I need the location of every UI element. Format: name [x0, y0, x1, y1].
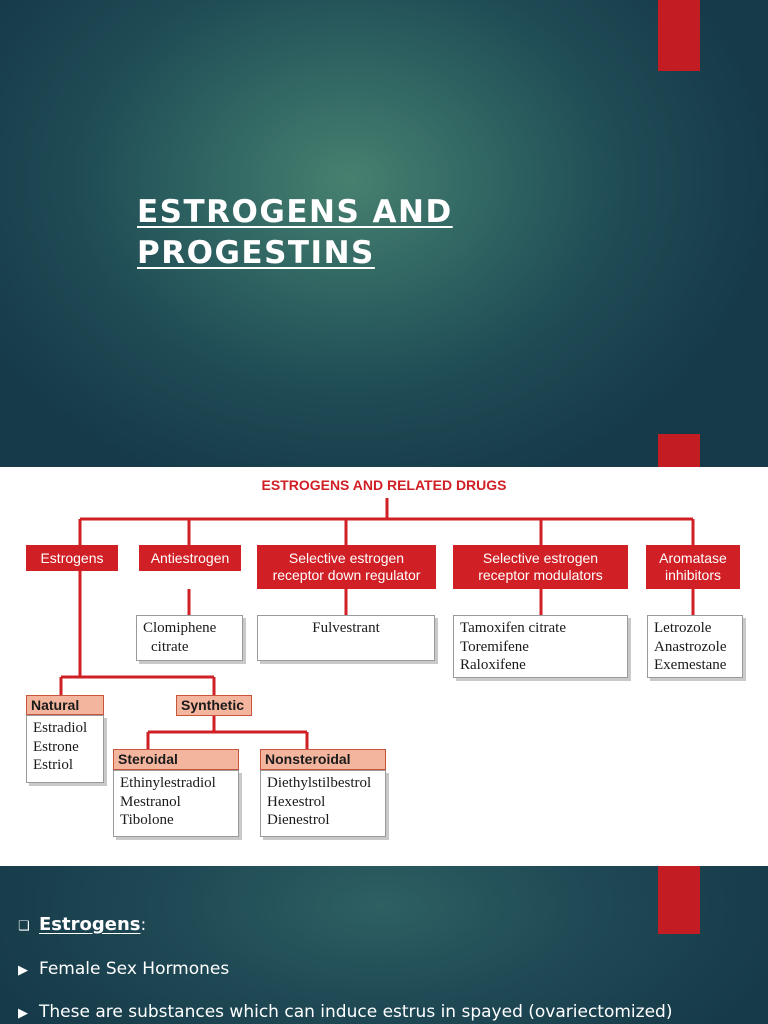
- section-suffix: :: [140, 915, 147, 935]
- subcategory-steroidal: Steroidal: [113, 749, 239, 770]
- diagram-connectors: [59, 498, 695, 749]
- drug-name: Anastrozole: [654, 638, 727, 655]
- category-estrogens: Estrogens: [26, 545, 118, 571]
- drug-list-serm: Tamoxifen citrate Toremifene Raloxifene: [453, 615, 628, 678]
- triangle-bullet-icon: ▶: [18, 963, 28, 978]
- drug-list-steroidal: Ethinylestradiol Mestranol Tibolone: [113, 770, 239, 837]
- drug-name: Tibolone: [120, 812, 174, 828]
- bullet-text: These are substances which can induce es…: [39, 1002, 673, 1022]
- title-slide: ESTROGENS AND PROGESTINS: [0, 0, 768, 467]
- section-label: Estrogens: [39, 914, 141, 935]
- bullet-item: ▶ Female Sex Hormones: [18, 959, 229, 979]
- section-heading: ❑ Estrogens:: [18, 914, 146, 935]
- drug-name: Raloxifene: [460, 657, 526, 673]
- category-serd: Selective estrogen receptor down regulat…: [257, 545, 436, 589]
- drug-classification-diagram: ESTROGENS AND RELATED DRUGS Estrogens An…: [0, 467, 768, 866]
- drug-name: Estradiol: [33, 720, 88, 736]
- drug-name: Exemestane: [654, 657, 727, 673]
- drug-name: Tamoxifen citrate: [460, 620, 566, 636]
- triangle-bullet-icon: ▶: [18, 1006, 28, 1021]
- drug-list-antiestrogen: Clomiphene citrate: [136, 615, 243, 661]
- red-accent-tab: [658, 434, 700, 467]
- drug-name: Estrone: [33, 738, 79, 755]
- content-slide: ❑ Estrogens: ▶ Female Sex Hormones ▶ These …: [0, 866, 768, 1024]
- drug-list-serd: Fulvestrant: [257, 615, 435, 661]
- drug-list-nonsteroidal: Diethylstilbestrol Hexestrol Dienestrol: [260, 770, 386, 837]
- drug-name: Toremifene: [460, 638, 529, 655]
- red-accent-tab: [658, 866, 700, 934]
- bullet-item: ▶ These are substances which can induce e…: [18, 1002, 672, 1022]
- drug-name: Mestranol: [120, 793, 181, 810]
- subcategory-synthetic: Synthetic: [176, 695, 252, 716]
- drug-name: Letrozole: [654, 620, 712, 636]
- drug-name: Ethinylestradiol: [120, 775, 216, 791]
- drug-name: Clomiphene: [143, 620, 217, 636]
- drug-name: Dienestrol: [267, 812, 330, 828]
- drug-list-aromatase: Letrozole Anastrozole Exemestane: [647, 615, 743, 678]
- checkbox-bullet-icon: ❑: [18, 919, 30, 934]
- category-aromatase-inhibitors: Aromatase inhibitors: [646, 545, 740, 589]
- red-accent-tab: [658, 0, 700, 71]
- drug-name: Fulvestrant: [312, 620, 380, 636]
- drug-name: Diethylstilbestrol: [267, 775, 372, 791]
- drug-name: Estriol: [33, 757, 73, 773]
- category-serm: Selective estrogen receptor modulators: [453, 545, 628, 589]
- diagram-heading: ESTROGENS AND RELATED DRUGS: [261, 477, 507, 493]
- subcategory-natural: Natural: [26, 695, 104, 715]
- bullet-text: Female Sex Hormones: [39, 959, 230, 979]
- slide-title: ESTROGENS AND PROGESTINS: [137, 194, 453, 271]
- subcategory-nonsteroidal: Nonsteroidal: [260, 749, 386, 770]
- category-antiestrogen: Antiestrogen: [139, 545, 241, 571]
- drug-list-natural: Estradiol Estrone Estriol: [26, 715, 104, 783]
- drug-name: Hexestrol: [267, 793, 326, 810]
- drug-name: citrate: [151, 638, 189, 655]
